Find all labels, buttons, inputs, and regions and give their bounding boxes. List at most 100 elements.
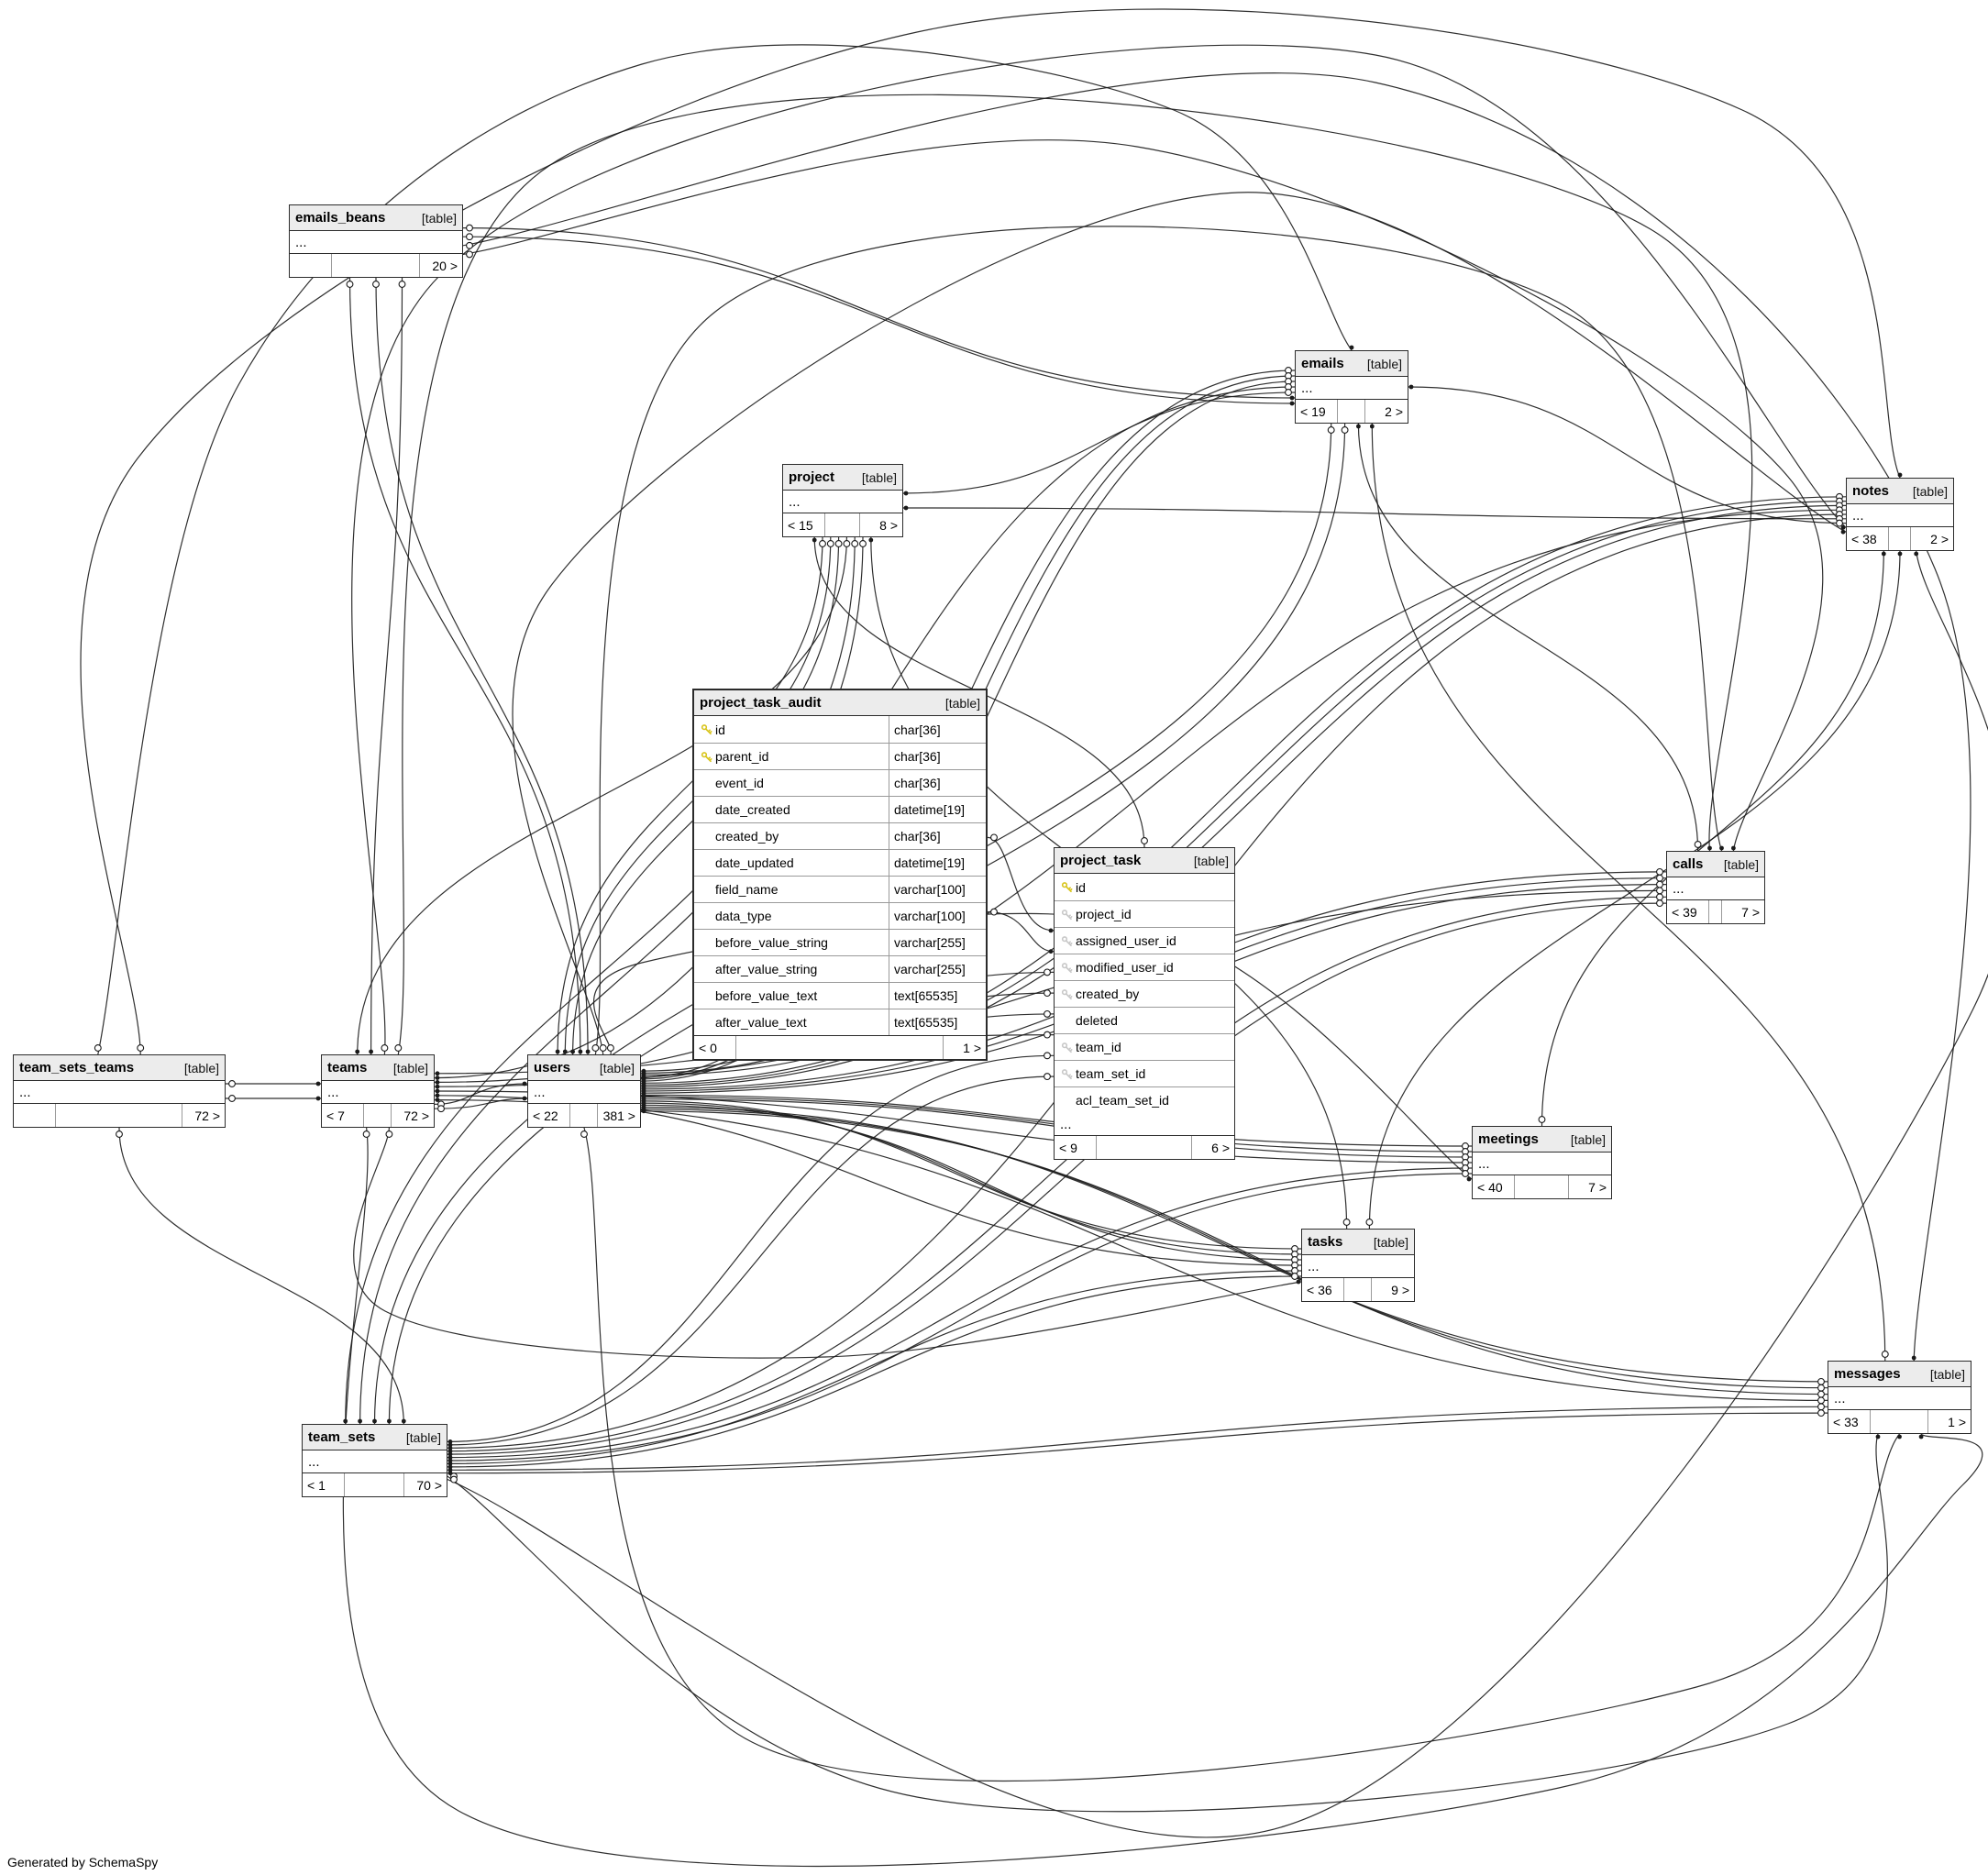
cardinality-dot-icon <box>1875 1434 1881 1439</box>
column-type: varchar[255] <box>889 930 986 955</box>
cardinality-circle-icon <box>1044 1073 1051 1081</box>
column-row-project_id: project_id <box>1055 900 1234 927</box>
collapsed-columns-ellipsis: ... <box>19 1084 31 1100</box>
foreign-key-icon <box>1058 935 1076 947</box>
cardinality-dot-icon <box>447 1439 453 1444</box>
table-name[interactable]: emails <box>1301 356 1344 371</box>
table-name[interactable]: team_sets <box>308 1429 376 1445</box>
column-name: before_value_text <box>715 988 818 1003</box>
cardinality-circle-icon <box>228 1080 236 1087</box>
child-count: 6 > <box>1211 1140 1230 1155</box>
cardinality-dot-icon <box>369 1049 373 1054</box>
cardinality-dot-icon <box>355 1049 360 1054</box>
relationship-edge-users-calls <box>594 226 1723 1055</box>
table-name[interactable]: project_task_audit <box>700 695 822 711</box>
table-name[interactable]: calls <box>1673 856 1704 872</box>
column-name: acl_team_set_id <box>1076 1093 1169 1108</box>
schemaspy-credit: Generated by SchemaSpy <box>7 1855 159 1869</box>
cardinality-circle-icon <box>385 1131 393 1138</box>
table-header: messages [table] <box>1828 1362 1971 1387</box>
table-badge: [table] <box>599 1060 635 1075</box>
footer-spacer <box>1338 400 1365 423</box>
table-name[interactable]: teams <box>327 1060 368 1075</box>
cardinality-circle-icon <box>591 1044 600 1052</box>
cardinality-dot-icon <box>522 1081 527 1086</box>
relationship-edge-calls-team_sets <box>447 902 1667 1455</box>
collapsed-columns-ellipsis: ... <box>1852 507 1864 524</box>
table-header: team_sets_teams[table] <box>14 1055 225 1081</box>
cardinality-dot-icon <box>1349 345 1354 350</box>
table-name[interactable]: project_task <box>1060 853 1142 868</box>
relationship-edge-team_sets-messages <box>447 1433 1888 1813</box>
cardinality-dot-icon <box>447 1442 453 1448</box>
cardinality-circle-icon <box>1327 426 1335 434</box>
table-name[interactable]: tasks <box>1308 1234 1343 1250</box>
relationship-edge-teams-notes <box>351 44 1847 1055</box>
column-row-created_by: created_by <box>1055 980 1234 1007</box>
collapsed-columns-ellipsis: ... <box>1301 380 1313 396</box>
table-node-emails_beans[interactable]: emails_beans[table]...20 > <box>289 204 463 278</box>
cardinality-dot-icon <box>641 1108 646 1114</box>
table-name[interactable]: meetings <box>1478 1131 1539 1147</box>
foreign-key-icon <box>1058 988 1076 1000</box>
relationship-edge-messages-emails <box>1371 423 1886 1362</box>
cardinality-dot-icon <box>562 1049 568 1054</box>
key-glyph <box>1061 1068 1073 1079</box>
cardinality-dot-icon <box>585 1049 591 1054</box>
table-name[interactable]: notes <box>1852 483 1890 499</box>
footer-spacer <box>364 1104 392 1127</box>
table-name[interactable]: users <box>534 1060 571 1075</box>
cardinality-circle-icon <box>1656 899 1663 908</box>
table-node-team_sets_teams[interactable]: team_sets_teams[table]...72 > <box>13 1054 226 1128</box>
table-header: calls [table] <box>1667 852 1764 877</box>
cardinality-circle-icon <box>228 1095 236 1102</box>
column-type: datetime[19] <box>889 797 986 822</box>
cardinality-dot-icon <box>1296 1279 1301 1285</box>
table-name[interactable]: emails_beans <box>295 210 386 226</box>
cardinality-dot-icon <box>435 1097 440 1102</box>
child-count: 1 > <box>1948 1414 1966 1429</box>
column-name: assigned_user_id <box>1076 933 1176 948</box>
cardinality-dot-icon <box>868 537 874 543</box>
child-count: 20 > <box>432 258 458 273</box>
footer-spacer <box>345 1473 404 1496</box>
column-type: varchar[100] <box>889 903 986 929</box>
cardinality-dot-icon <box>1707 845 1712 851</box>
column-name: team_set_id <box>1076 1066 1146 1081</box>
relationship-edge-emails_beans-teams <box>370 277 403 1055</box>
column-type: char[36] <box>889 744 986 769</box>
footer-spacer <box>1709 900 1722 923</box>
cardinality-dot-icon <box>1911 1355 1916 1361</box>
relationship-edge-teams-users <box>434 1097 528 1109</box>
table-badge: [table] <box>1929 1366 1965 1382</box>
cardinality-dot-icon <box>447 1449 453 1454</box>
parent-count: < 40 <box>1473 1175 1515 1198</box>
table-badge: [table] <box>1723 856 1759 872</box>
table-name[interactable]: team_sets_teams <box>19 1060 135 1075</box>
column-name: before_value_string <box>715 935 828 950</box>
cardinality-dot-icon <box>1881 551 1886 557</box>
parent-count <box>14 1104 56 1127</box>
cardinality-circle-icon <box>94 1044 102 1052</box>
table-name[interactable]: project <box>789 469 835 485</box>
cardinality-dot-icon <box>1897 1434 1902 1439</box>
column-name: field_name <box>715 882 779 897</box>
table-name[interactable]: messages <box>1834 1366 1901 1382</box>
cardinality-dot-icon <box>435 1071 440 1076</box>
